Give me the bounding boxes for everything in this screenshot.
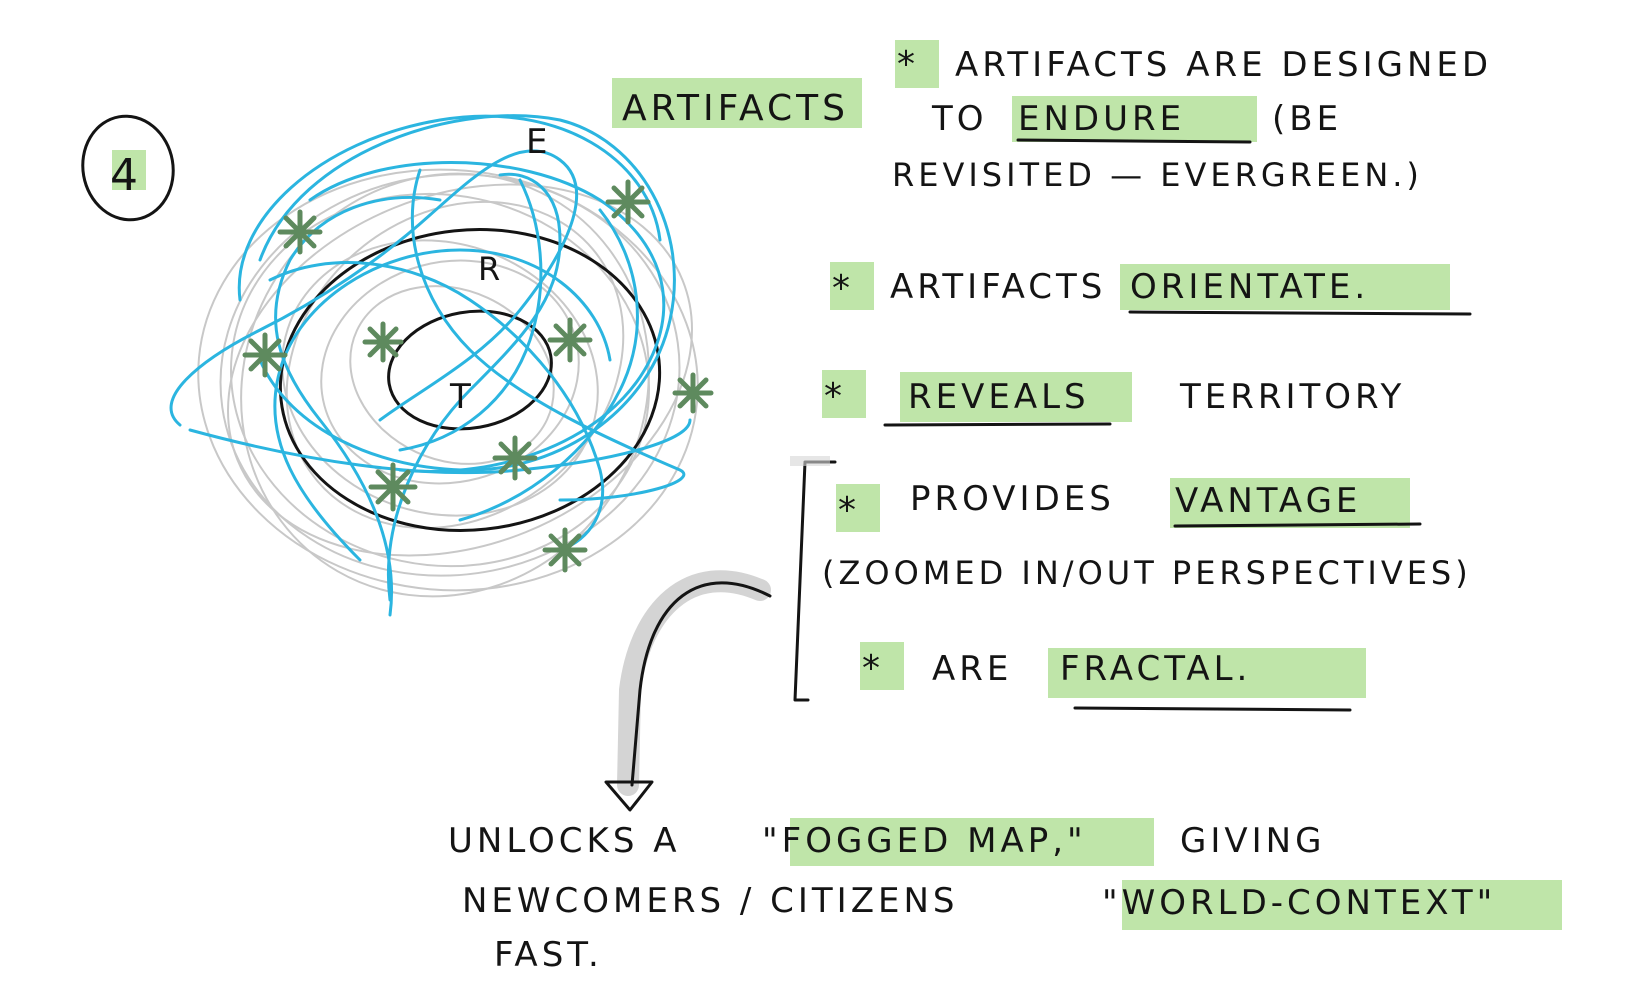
note-5-fractal: FRACTAL. <box>1060 649 1251 689</box>
orientate-underline <box>1128 310 1472 316</box>
bullet-highlight <box>822 370 866 418</box>
conclusion-arrow <box>604 570 772 812</box>
note-endure: * ARTIFACTS ARE DESIGNED TO ENDURE (BE R… <box>892 40 1492 194</box>
note-reveals: * REVEALS TERRITORY <box>822 370 1405 427</box>
note-1-line-3: REVISITED — EVERGREEN.) <box>892 156 1423 194</box>
bullet-highlight <box>895 40 939 88</box>
orientate-highlight <box>1120 264 1450 310</box>
note-2-orientate: ORIENTATE. <box>1130 267 1369 307</box>
artifacts-diagram: E R T ARTIFACTS <box>169 78 862 617</box>
step-highlight <box>112 150 146 190</box>
bullet-asterisk-icon: * <box>897 44 919 85</box>
note-3-territory: TERRITORY <box>1179 377 1405 417</box>
arrow-shaft <box>630 581 772 787</box>
bullet-asterisk-icon: * <box>862 648 884 689</box>
arrow-shadow <box>617 570 771 796</box>
bullet-asterisk-icon: * <box>832 268 854 309</box>
reveals-underline <box>883 422 1112 427</box>
conclusion-newcomers: NEWCOMERS / CITIZENS <box>462 881 958 921</box>
star-marker <box>242 332 288 378</box>
label-t: T <box>449 377 475 417</box>
green-stars <box>242 179 714 573</box>
note-5-are: ARE <box>932 649 1012 689</box>
blue-loops <box>169 114 692 617</box>
note-2-prefix: ARTIFACTS <box>890 267 1106 307</box>
conclusion-fogged-map: "FOGGED MAP," <box>762 821 1087 861</box>
vantage-underline <box>1173 522 1422 528</box>
note-1-to: TO <box>931 99 988 139</box>
note-4-provides: PROVIDES <box>910 479 1115 519</box>
note-1-line-1: ARTIFACTS ARE DESIGNED <box>955 45 1492 85</box>
label-r: R <box>478 250 504 288</box>
fractal-underline <box>1073 706 1352 712</box>
bullet-highlight <box>860 642 904 690</box>
outer-ring <box>278 228 662 532</box>
conclusion-fast: FAST. <box>494 935 603 975</box>
notes-list: * ARTIFACTS ARE DESIGNED TO ENDURE (BE R… <box>790 40 1492 712</box>
fractal-highlight <box>1048 648 1366 698</box>
star-marker <box>277 209 323 255</box>
bracket-shadow <box>790 456 830 466</box>
arrow-head-icon <box>604 780 654 812</box>
step-badge: 4 <box>81 114 175 222</box>
fogged-map-highlight <box>790 818 1154 866</box>
bullet-highlight <box>830 262 874 310</box>
note-orientate: * ARTIFACTS ORIENTATE. <box>830 262 1472 316</box>
note-1-be: (BE <box>1272 99 1342 139</box>
step-number: 4 <box>110 150 142 201</box>
conclusion-unlocks: UNLOCKS A <box>448 821 681 861</box>
star-marker <box>672 372 714 414</box>
bullet-asterisk-icon: * <box>824 376 846 417</box>
conclusion-text: UNLOCKS A "FOGGED MAP," GIVING NEWCOMERS… <box>448 818 1562 975</box>
note-fractal: * ARE FRACTAL. <box>860 642 1366 712</box>
star-marker <box>547 317 593 363</box>
endure-highlight <box>1012 96 1257 142</box>
vantage-highlight <box>1170 478 1410 528</box>
endure-underline <box>1016 138 1252 144</box>
world-context-highlight <box>1122 880 1562 930</box>
star-marker <box>362 321 404 363</box>
artifacts-label-highlight <box>612 78 862 128</box>
reveals-highlight <box>900 372 1132 422</box>
note-1-endure: ENDURE <box>1018 99 1185 139</box>
note-4-vantage: VANTAGE <box>1175 481 1361 521</box>
conclusion-world-context: "WORLD-CONTEXT" <box>1102 883 1496 923</box>
note-3-reveals: REVEALS <box>908 377 1090 417</box>
inner-ring <box>387 309 553 431</box>
note-vantage: * PROVIDES VANTAGE (ZOOMED IN/OUT PERSPE… <box>822 478 1472 592</box>
star-marker <box>605 179 651 225</box>
conclusion-giving: GIVING <box>1180 821 1325 861</box>
star-marker <box>542 527 588 573</box>
star-marker <box>492 435 538 481</box>
bullet-highlight <box>836 484 880 532</box>
star-marker <box>368 462 418 512</box>
note-4-line-2: (ZOOMED IN/OUT PERSPECTIVES) <box>822 554 1472 592</box>
artifacts-label: ARTIFACTS <box>622 88 849 129</box>
label-e: E <box>526 122 551 162</box>
bullet-asterisk-icon: * <box>838 490 860 531</box>
